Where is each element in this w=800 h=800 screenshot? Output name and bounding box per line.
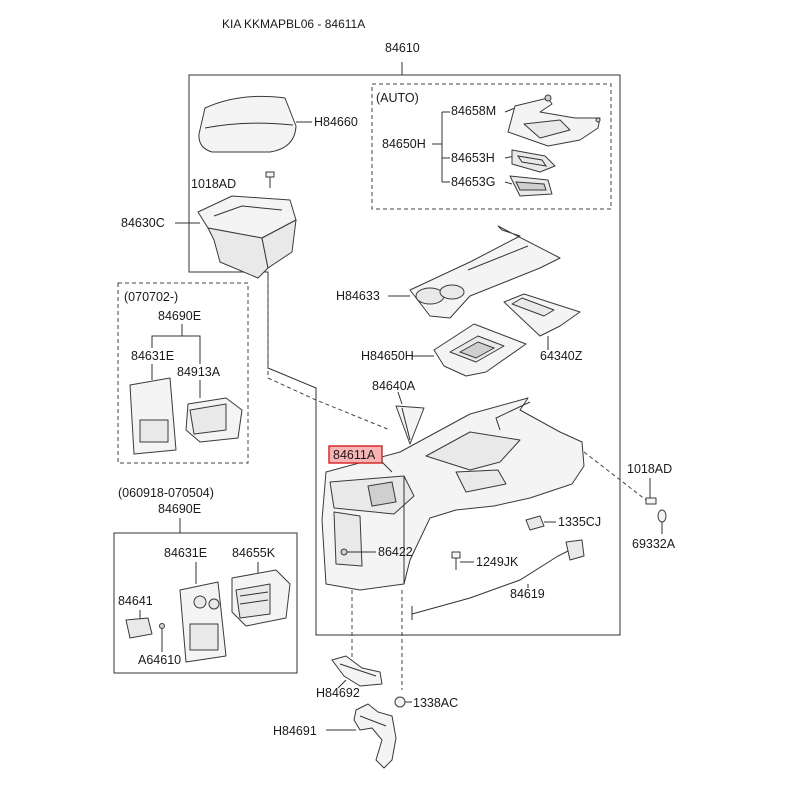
highlight-84611a [328,445,383,464]
label-060918: (060918-070504) [118,486,214,500]
label-84913a: 84913A [177,365,221,379]
label-1335cj: 1335CJ [558,515,601,529]
upper-panel-part [409,225,561,319]
shift-indicator-part [507,94,601,147]
label-070702: (070702-) [124,290,178,304]
screw-1018ad-right [645,478,657,505]
module-84655k-part [231,569,291,627]
ashtray-84913a-part [185,397,243,443]
console-tray-part [197,195,297,279]
label-84640a: 84640A [372,379,416,393]
auto-trim-ring-part [511,149,556,173]
armrest-lid-part [198,95,297,153]
label-69332a: 69332A [632,537,676,551]
label-h84650h: H84650H [361,349,414,363]
label-1018ad-right: 1018AD [627,462,672,476]
screw-a64610-part [159,623,165,629]
label-a64610: A64610 [138,653,181,667]
shift-bezel-part [433,323,527,377]
label-h84660: H84660 [314,115,358,129]
cover-84641-part [125,617,153,639]
cap-69332a-part [657,509,667,523]
assembly-frame-84610 [188,62,621,636]
clip-1335cj-part [525,515,545,531]
label-84650h-auto: 84650H [382,137,426,151]
boot-84640a-part [395,405,425,445]
label-84610: 84610 [385,41,420,55]
diagram-title: KIA KKMAPBL06 - 84611A [222,17,365,31]
bracket-64340z-part [503,293,581,350]
bracket-h84691-part [353,703,397,769]
auto-cup-part [509,175,553,197]
label-64340z: 64340Z [540,349,583,363]
label-84658m: 84658M [451,104,496,118]
auto-option-box [371,83,612,210]
label-84690e-b: 84690E [158,502,201,516]
label-84630c: 84630C [121,216,165,230]
label-84611a: 84611A [333,448,376,462]
label-84641: 84641 [118,594,153,608]
label-auto: (AUTO) [376,91,419,105]
label-1338ac: 1338AC [413,696,458,710]
bracket-h84692-part [331,655,383,687]
bracket-84650h-auto [432,111,450,183]
label-h84691: H84691 [273,724,317,738]
label-h84692: H84692 [316,686,360,700]
bezel-84631e-a-part [129,377,177,455]
label-84690e-a: 84690E [158,309,201,323]
label-1249jk: 1249JK [476,555,519,569]
label-84655k: 84655K [232,546,276,560]
cable-84619-part [411,539,585,620]
screw-1018ad-top [265,171,275,188]
label-84631e-a: 84631E [131,349,174,363]
bezel-84631e-b-part [179,581,227,663]
label-84653h: 84653H [451,151,495,165]
nut-1338ac-part [394,696,406,708]
option-box-070702 [117,282,249,464]
screw-1249jk-part [451,551,461,570]
label-h84633: H84633 [336,289,380,303]
console-body-84611a-part [321,397,585,591]
option-box-060918 [113,532,298,674]
label-84653g: 84653G [451,175,495,189]
clip-86422-part [340,548,348,556]
label-84619: 84619 [510,587,545,601]
label-1018ad-top: 1018AD [191,177,236,191]
label-86422: 86422 [378,545,413,559]
label-84631e-b: 84631E [164,546,207,560]
